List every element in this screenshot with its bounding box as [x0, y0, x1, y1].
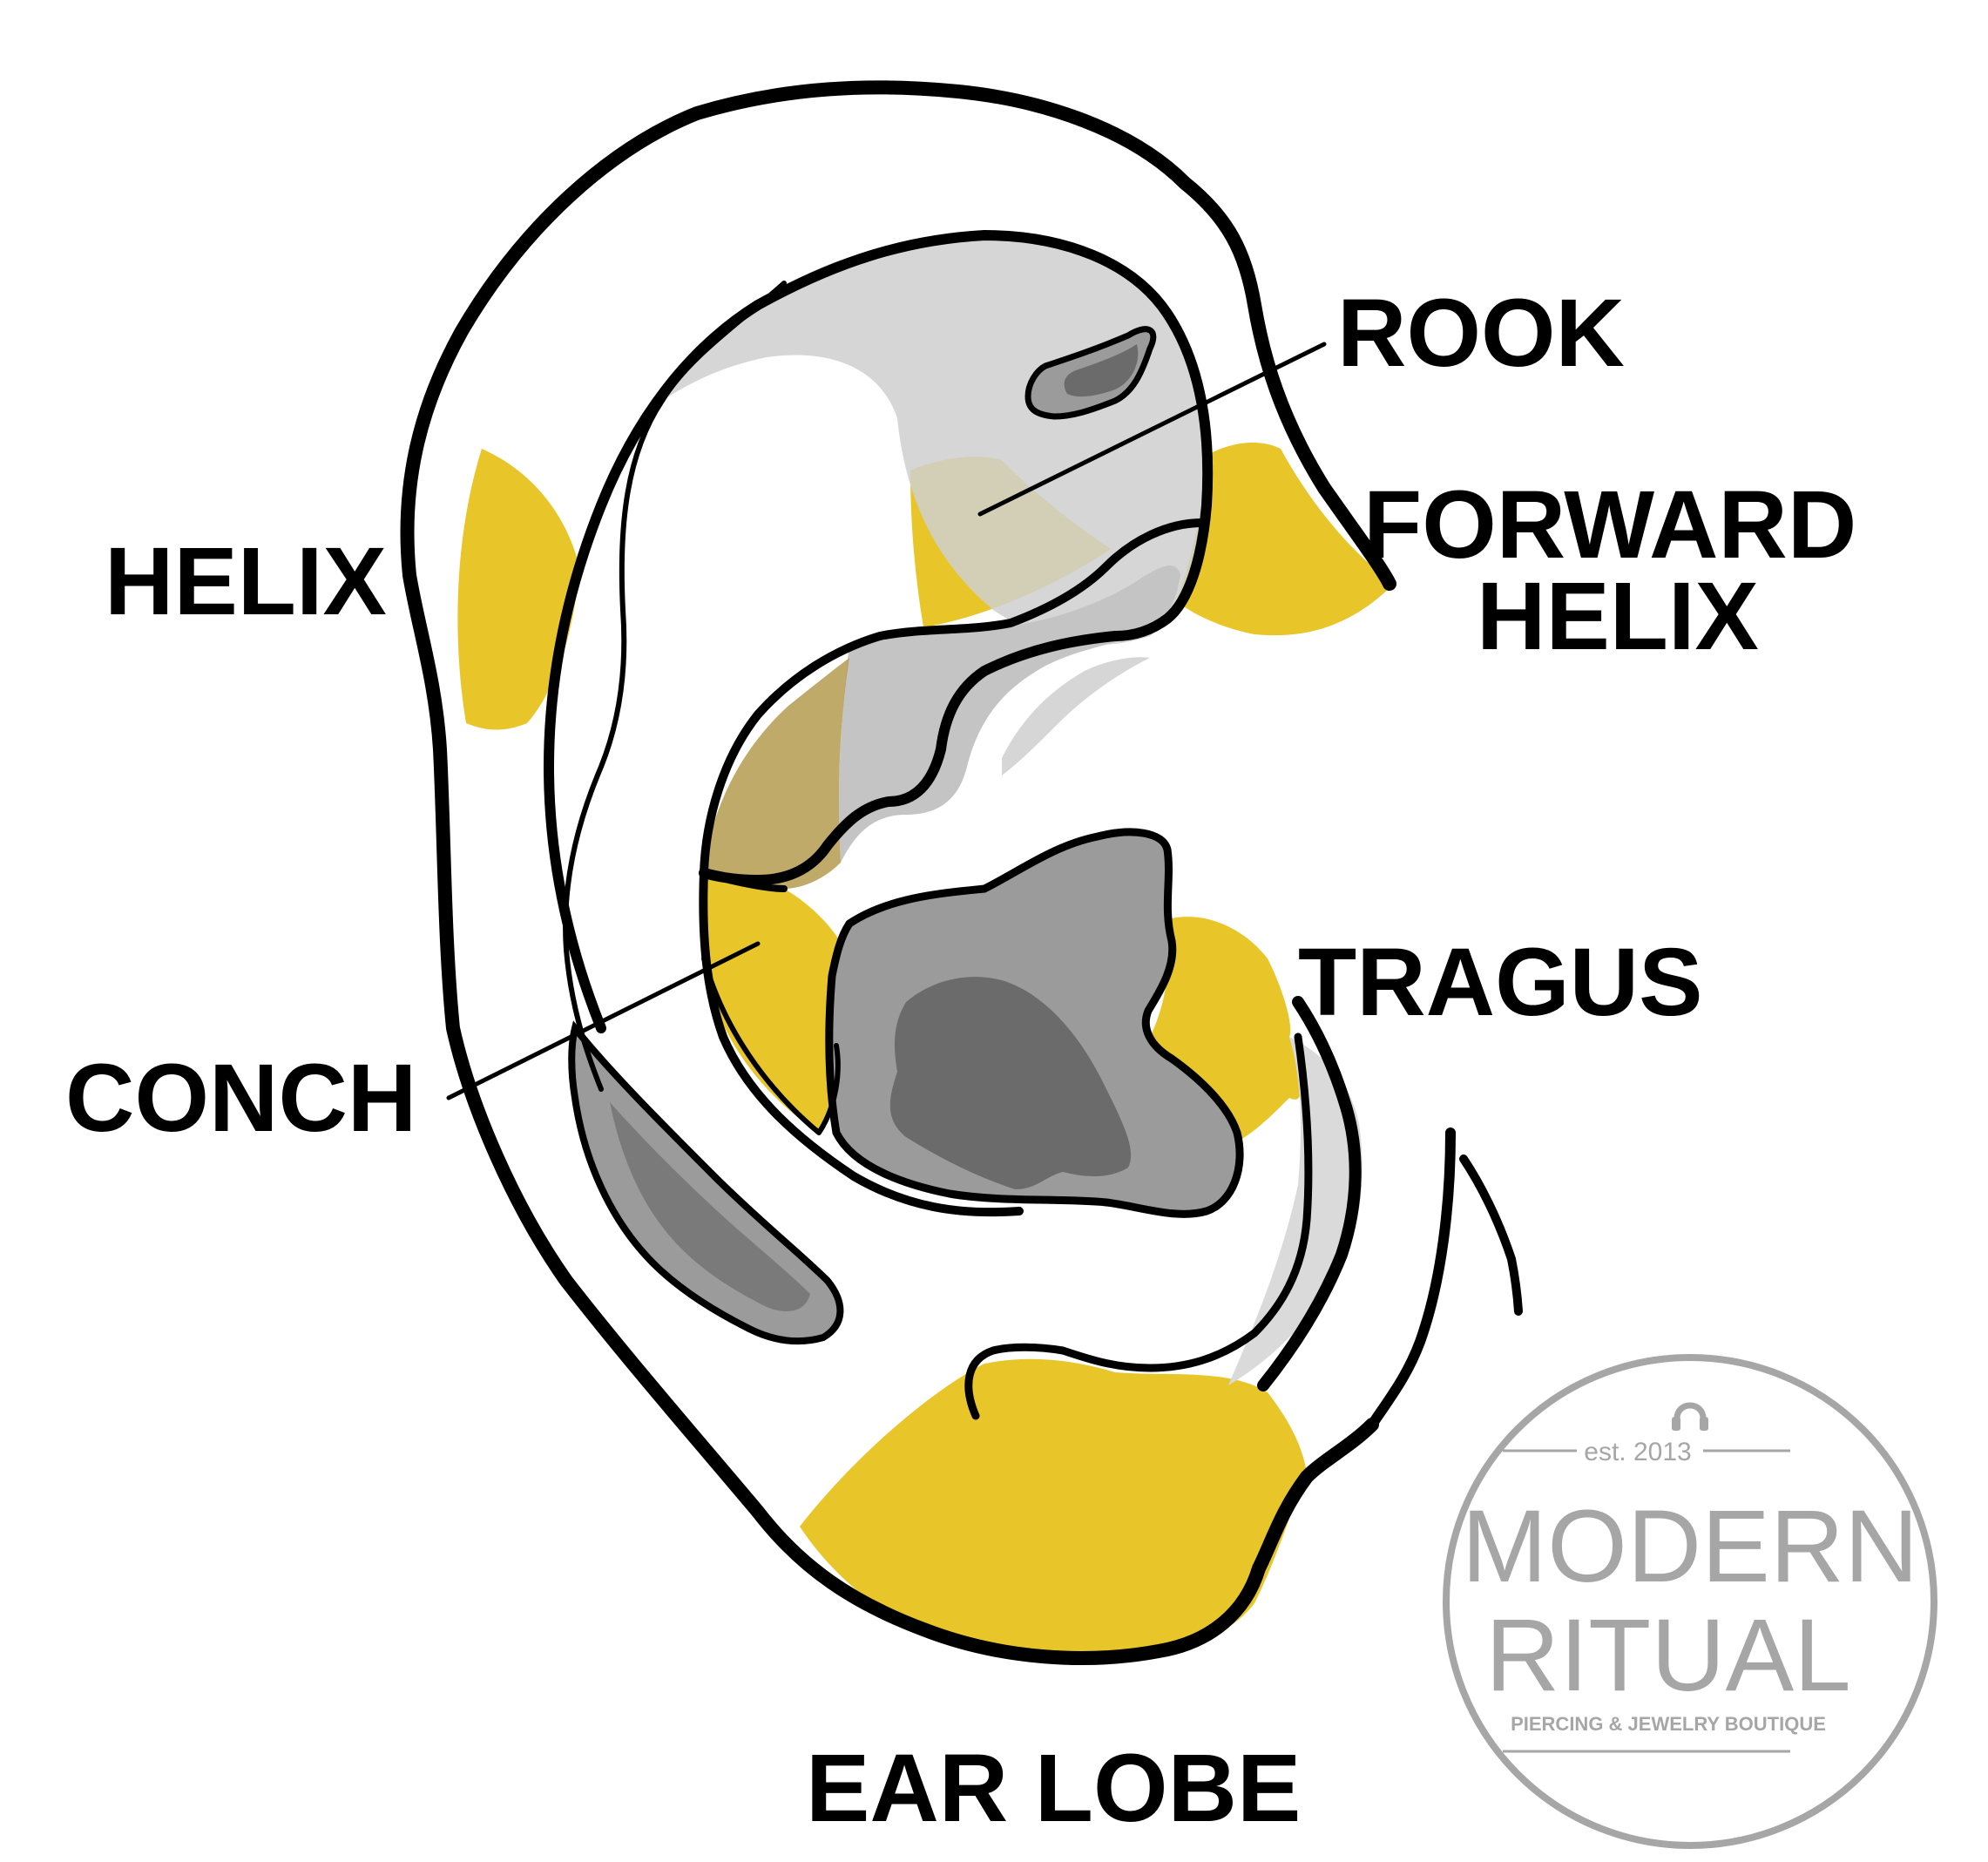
headphones-icon [1672, 1402, 1708, 1431]
helix-zone [457, 449, 579, 730]
lobe-crease-outline [964, 1033, 1313, 1420]
helix-rim-outline [1459, 1154, 1523, 1316]
conch-pointer [446, 941, 761, 1100]
crus-outline [700, 870, 788, 892]
piercing-labels: ROOK FORWARD HELIX HELIX TRAGUS CONCH EA… [65, 280, 1856, 1842]
outer-helix-outline [1257, 996, 1362, 1391]
rook-pointer [977, 342, 1327, 517]
ear-outlines [400, 80, 1523, 1665]
ear-canal-shade [889, 977, 1132, 1189]
outer-lobe-outline [1367, 1127, 1456, 1430]
label-conch: CONCH [65, 1045, 416, 1152]
modern-ritual-logo: est. 2013 MODERN RITUAL PIERCING & JEWEL… [1443, 1354, 1937, 1849]
tragus-zone [1150, 917, 1302, 1141]
conch-mid-shade [704, 658, 849, 889]
label-ear-lobe: EAR LOBE [806, 1735, 1301, 1842]
label-tragus: TRAGUS [1298, 929, 1702, 1036]
inner-helix-outline [544, 230, 1214, 1033]
logo-ring [1443, 1354, 1937, 1849]
label-rook: ROOK [1337, 280, 1625, 387]
logo-brand-line2: RITUAL [1485, 1598, 1851, 1713]
tragus-shadow [1228, 1037, 1363, 1385]
logo-brand-line1: MODERN [1462, 1489, 1918, 1604]
label-helix: HELIX [105, 528, 387, 635]
label-forward-helix-line2: HELIX [1477, 563, 1759, 670]
upper-scapha-shade [662, 240, 1213, 645]
pointer-lines [446, 342, 1327, 1100]
forward-helix-zone [1176, 443, 1394, 636]
outer-ear-outline [400, 80, 1396, 1665]
helix-fold-line [563, 281, 787, 1092]
label-forward-helix-line1: FORWARD [1363, 471, 1856, 579]
logo-established: est. 2013 [1584, 1438, 1691, 1466]
logo-tagline: PIERCING & JEWELRY BOUTIQUE [1511, 1713, 1826, 1735]
antihelix-outline [699, 518, 1207, 1217]
conch-rim-outline [701, 956, 841, 1135]
ear-lobe-zone [800, 1358, 1307, 1661]
rook-fold-dark [1064, 344, 1139, 397]
antihelix-crus-shade [1002, 657, 1150, 775]
conch-zone [702, 873, 845, 1133]
antitragus-dark [610, 1102, 810, 1311]
